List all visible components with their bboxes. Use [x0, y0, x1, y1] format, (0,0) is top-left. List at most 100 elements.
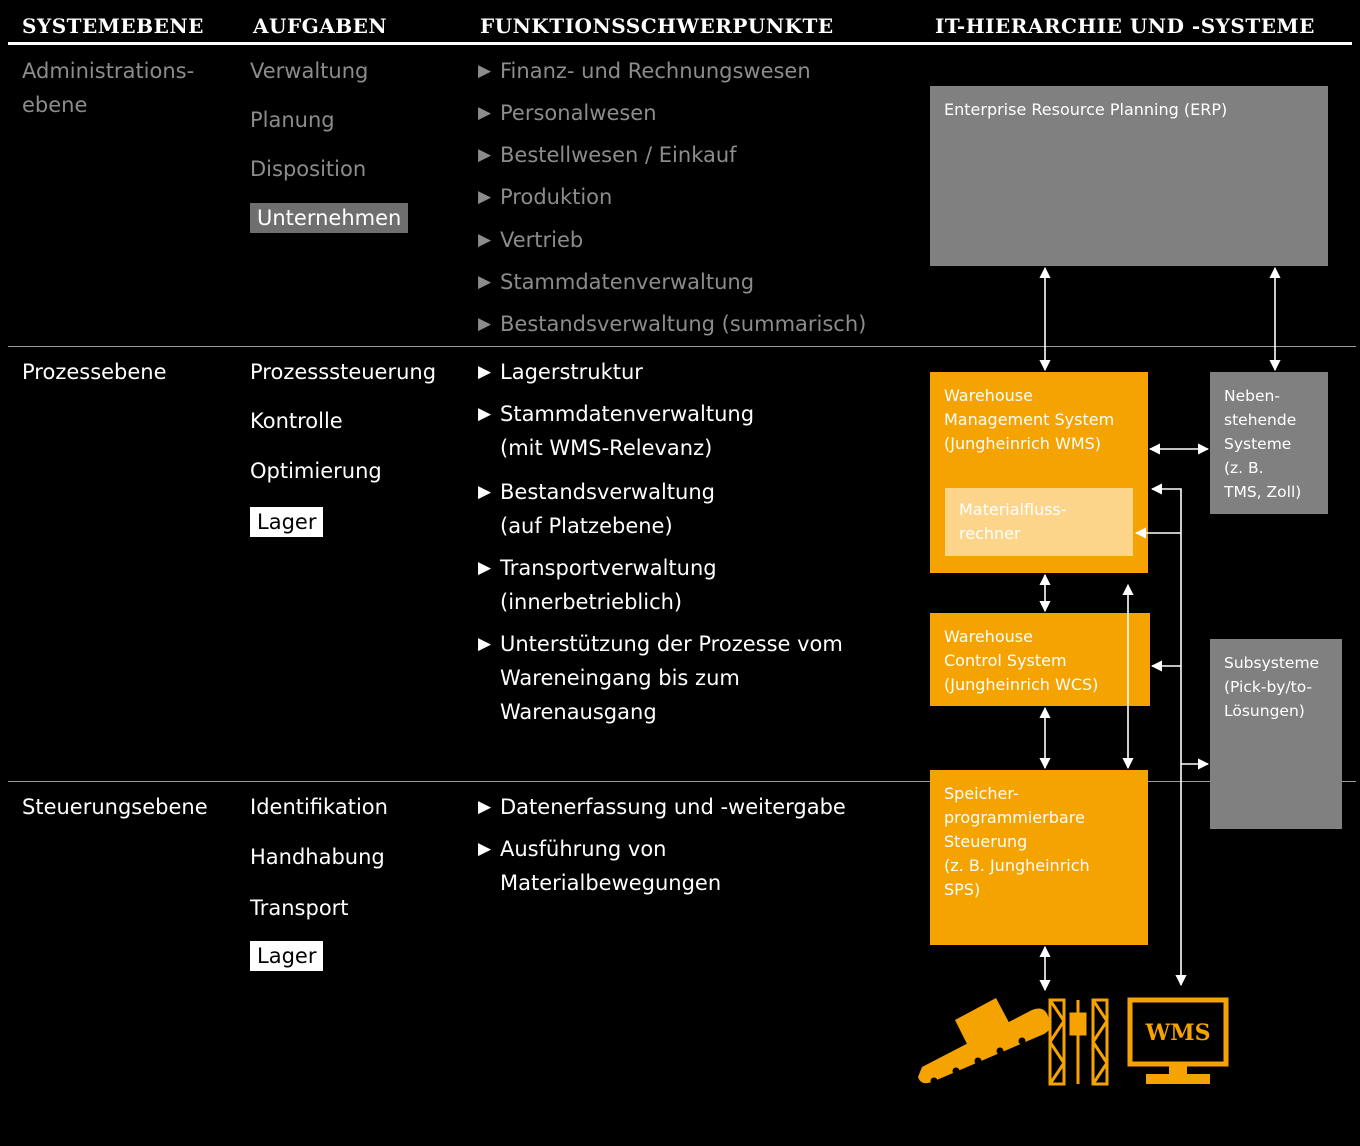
function-item: ▶Datenerfassung und -weitergabe [478, 790, 846, 824]
sps-label: (z. B. Jungheinrich [944, 856, 1090, 875]
function-label-cont: (mit WMS-Relevanz) [500, 436, 713, 460]
function-item: ▶ Stammdatenverwaltung [478, 265, 754, 299]
function-label: Transportverwaltung [500, 556, 717, 580]
sps-label: SPS) [944, 880, 981, 899]
wms-label: Warehouse [944, 386, 1033, 405]
nebenstehende-systeme-box: Neben- stehende Systeme (z. B. TMS, Zoll… [1210, 372, 1328, 514]
function-label-cont: (innerbetrieblich) [500, 590, 683, 614]
mfr-label: rechner [959, 524, 1021, 543]
function-label: Personalwesen [500, 101, 657, 125]
mfr-label: Materialfluss- [959, 500, 1067, 519]
function-item: ▶ Produktion [478, 180, 612, 214]
task-handhabung: Handhabung [250, 845, 385, 869]
sps-label: programmierbare [944, 808, 1085, 827]
neben-label: (z. B. [1224, 459, 1264, 477]
sps-label: Speicher- [944, 784, 1019, 803]
function-item: ▶ Lagerstruktur [478, 355, 643, 389]
function-label: Lagerstruktur [500, 360, 643, 384]
bullet-icon: ▶ [478, 272, 492, 292]
sub-label: Subsysteme [1224, 654, 1320, 672]
function-item: ▶ Transportverwaltung (innerbetrieblich) [478, 551, 717, 619]
bullet-icon: ▶ [478, 839, 492, 859]
level-prozessebene: Prozessebene [22, 360, 167, 384]
task-disposition: Disposition [250, 157, 367, 181]
bullet-icon: ▶ [478, 362, 492, 382]
task-identifikation: Identifikation [250, 795, 388, 819]
function-label-cont: Wareneingang bis zum [500, 666, 740, 690]
wms-label: Management System [944, 410, 1115, 429]
function-label: Finanz- und Rechnungswesen [500, 59, 811, 83]
wms-monitor-icon: WMS [1127, 997, 1229, 1084]
neben-label: Neben- [1224, 387, 1280, 405]
storage-rack-icon [1048, 998, 1109, 1086]
function-item: ▶ Personalwesen [478, 96, 657, 130]
level-line: ebene [22, 93, 88, 117]
function-item: ▶Bestandsverwaltung (summarisch) [478, 307, 866, 341]
task-planung: Planung [250, 108, 335, 132]
chip-lager-control: Lager [250, 941, 324, 971]
function-label: Produktion [500, 185, 613, 209]
level-line: Administrations- [22, 59, 195, 83]
function-item: ▶Bestandsverwaltung(auf Platzebene) [478, 475, 715, 543]
sub-label: Lösungen) [1224, 702, 1305, 720]
wms-monitor-label: WMS [1145, 1020, 1211, 1046]
bullet-icon: ▶ [478, 145, 492, 165]
bullet-icon: ▶ [478, 61, 492, 81]
bullet-icon: ▶ [478, 634, 492, 654]
materialflussrechner-box: Materialfluss- rechner [945, 488, 1133, 556]
wcs-label: (Jungheinrich WCS) [944, 675, 1099, 694]
function-item: ▶Stammdatenverwaltung(mit WMS-Relevanz) [478, 397, 754, 465]
task-verwaltung: Verwaltung [250, 59, 369, 83]
wms-label: (Jungheinrich WMS) [944, 434, 1102, 453]
bullet-icon: ▶ [478, 187, 492, 207]
sps-label: Steuerung [944, 832, 1028, 851]
function-label: Vertrieb [500, 228, 584, 252]
function-label: Bestandsverwaltung [500, 480, 715, 504]
sps-box: Speicher- programmierbare Steuerung (z. … [930, 770, 1148, 945]
header-aufgaben: AUFGABEN [253, 14, 388, 38]
function-item: ▶ Vertrieb [478, 223, 583, 257]
sub-label: (Pick-by/to- [1224, 678, 1313, 696]
header-funktionsschwerpunkte: FUNKTIONSSCHWERPUNKTE [480, 14, 834, 38]
arrow-wms-monitor [1150, 483, 1187, 987]
header-systemebene: SYSTEMEBENE [22, 14, 204, 38]
neben-label: TMS, Zoll) [1224, 483, 1302, 501]
task-transport: Transport [250, 896, 349, 920]
function-label-cont: Warenausgang [500, 700, 657, 724]
row-divider-2 [8, 781, 1356, 782]
header-rule [8, 42, 1352, 45]
header-it-hierarchie: IT-HIERARCHIE UND -SYSTEME [935, 14, 1315, 38]
function-item: ▶ Finanz- und Rechnungswesen [478, 54, 811, 88]
task-kontrolle: Kontrolle [250, 409, 343, 433]
bullet-icon: ▶ [478, 103, 492, 123]
erp-label: Enterprise Resource Planning (ERP) [944, 100, 1228, 119]
level-administrationsebene: Administrations- ebene [22, 54, 194, 122]
task-prozesssteuerung: Prozesssteuerung [250, 360, 437, 384]
function-label-cont: Materialbewegungen [500, 871, 722, 895]
bullet-icon: ▶ [478, 314, 492, 334]
chip-lager-process: Lager [250, 507, 324, 537]
function-label: Unterstützung der Prozesse vom [500, 632, 843, 656]
erp-box: Enterprise Resource Planning (ERP) [930, 86, 1328, 266]
conveyor-icon [918, 998, 1051, 1085]
subsysteme-box: Subsysteme (Pick-by/to- Lösungen) [1210, 639, 1342, 829]
wcs-label: Warehouse [944, 627, 1033, 646]
wcs-box: Warehouse Control System (Jungheinrich W… [930, 613, 1150, 706]
function-item: ▶ Bestellwesen / Einkauf [478, 138, 737, 172]
row-divider-1 [8, 346, 1356, 347]
neben-label: stehende [1224, 411, 1297, 429]
function-label-cont: (auf Platzebene) [500, 514, 673, 538]
function-label: Bestellwesen / Einkauf [500, 143, 737, 167]
level-steuerungsebene: Steuerungsebene [22, 795, 208, 819]
function-label: Stammdatenverwaltung [500, 270, 755, 294]
task-optimierung: Optimierung [250, 459, 382, 483]
function-label: Datenerfassung und -weitergabe [500, 795, 846, 819]
bullet-icon: ▶ [478, 558, 492, 578]
neben-label: Systeme [1224, 435, 1292, 453]
wcs-label: Control System [944, 651, 1067, 670]
bullet-icon: ▶ [478, 230, 492, 250]
